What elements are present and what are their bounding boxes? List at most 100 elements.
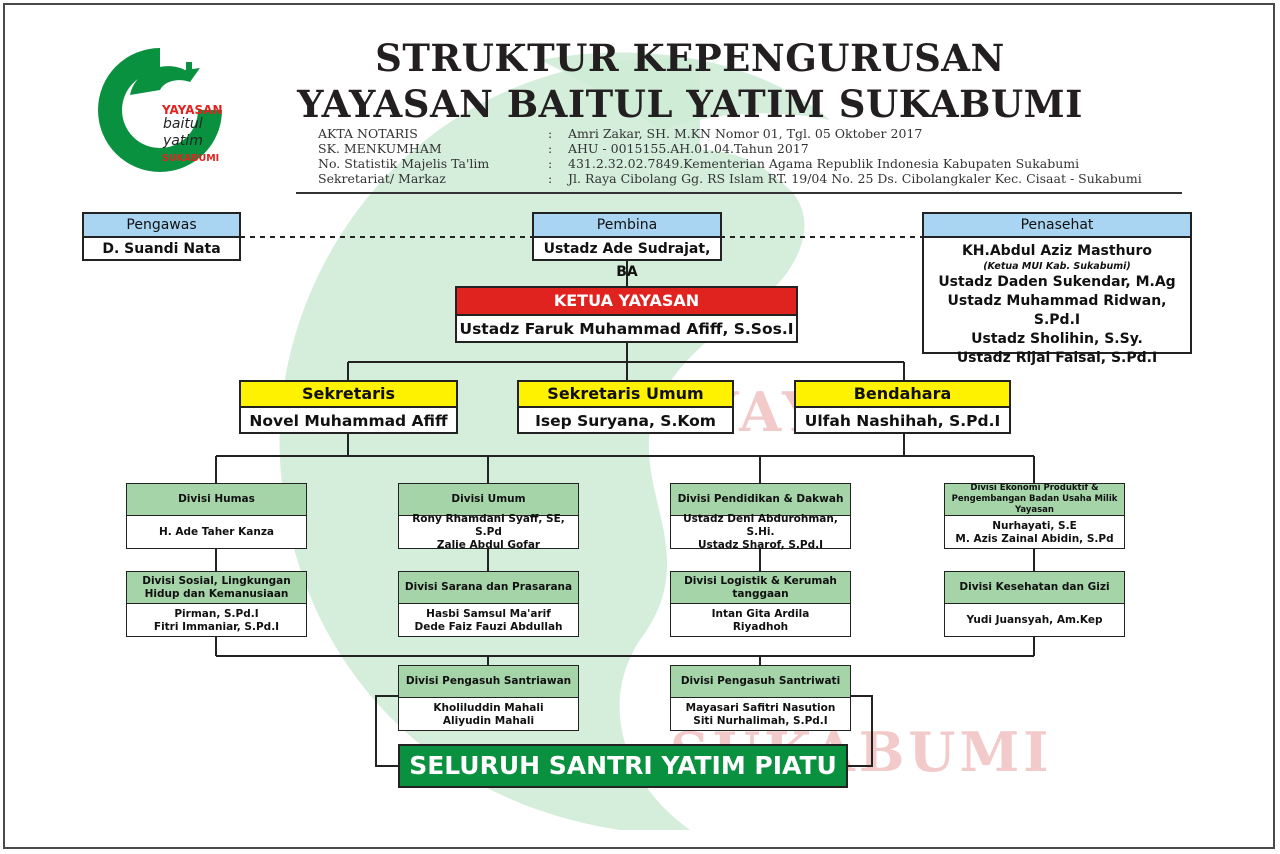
divisi-member: Ustadz Sharof, S.Pd.I [698, 539, 823, 551]
watermark-crescent-top [540, 52, 830, 130]
logo-text-sukabumi: SUKABUMI [162, 153, 220, 164]
ketua-name: Ustadz Faruk Muhammad Afiff, S.Sos.I [459, 320, 794, 338]
penasehat-title: Penasehat [924, 214, 1190, 238]
pembina-name: Ustadz Ade Sudrajat, BA [543, 241, 711, 280]
pengawas-box: Pengawas D. Suandi Nata [82, 212, 241, 261]
info-colon: : [548, 171, 553, 186]
divisi-sarana-box: Divisi Sarana dan Prasarana Hasbi Samsul… [398, 571, 579, 637]
divisi-kesehatan-members: Yudi Juansyah, Am.Kep [945, 604, 1124, 637]
sekretaris-name: Novel Muhammad Afiff [249, 412, 448, 430]
divisi-member: Mayasari Safitri Nasution [685, 701, 836, 714]
divisi-umum-members: Rony Rhamdani Syaff, SE, S.Pd Zalie Abdu… [399, 513, 578, 551]
info-value: AHU - 0015155.AH.01.04.Tahun 2017 [568, 141, 809, 156]
divisi-sosial-title: Divisi Sosial, Lingkungan Hidup dan Kema… [127, 572, 306, 604]
divisi-sarana-title: Divisi Sarana dan Prasarana [399, 572, 578, 604]
divisi-member: Ustadz Deni Abdurohman, S.Hi. [683, 513, 838, 538]
link-santriwati-bottom [848, 695, 873, 767]
page-title-line2: YAYASAN BAITUL YATIM SUKABUMI [297, 82, 1083, 126]
divisi-member: Hasbi Samsul Ma'arif [426, 607, 551, 620]
divisi-member: Rony Rhamdani Syaff, SE, S.Pd [412, 513, 565, 538]
divisi-sarana-members: Hasbi Samsul Ma'arif Dede Faiz Fauzi Abd… [399, 604, 578, 637]
ketua-box: KETUA YAYASAN Ustadz Faruk Muhammad Afif… [455, 286, 798, 343]
divisi-member: H. Ade Taher Kanza [158, 526, 275, 538]
divisi-pendidikan-title: Divisi Pendidikan & Dakwah [671, 484, 850, 516]
divisi-member: Riyadhoh [732, 620, 789, 633]
penasehat-box: Penasehat KH.Abdul Aziz Masthuro (Ketua … [922, 212, 1192, 366]
penasehat-member: KH.Abdul Aziz Masthuro [961, 243, 1153, 259]
divisi-humas-title: Divisi Humas [127, 484, 306, 516]
logo-text-yayasan: YAYASAN [162, 103, 223, 117]
penasehat-member: Ustadz Muhammad Ridwan, S.Pd.I [947, 293, 1167, 328]
penasehat-member: Ustadz Rijal Faisal, S.Pd.I [956, 350, 1158, 366]
divisi-member: Intan Gita Ardila [711, 607, 810, 620]
divisi-santriawan-members: Kholiluddin Mahali Aliyudin Mahali [399, 698, 578, 731]
sekretaris-box: Sekretaris Novel Muhammad Afiff [239, 380, 458, 434]
penasehat-members: KH.Abdul Aziz Masthuro (Ketua MUI Kab. S… [924, 238, 1190, 368]
divisi-logistik-title: Divisi Logistik & Kerumah tanggaan [671, 572, 850, 604]
sekretaris-title: Sekretaris [241, 382, 456, 408]
pembina-box: Pembina Ustadz Ade Sudrajat, BA [532, 212, 722, 280]
divisi-humas-box: Divisi Humas H. Ade Taher Kanza [126, 483, 307, 549]
info-colon: : [548, 126, 553, 141]
link-santriawan-bottom [375, 695, 398, 767]
bendahara-name: Ulfah Nashihah, S.Pd.I [804, 412, 1001, 430]
info-colon: : [548, 141, 553, 156]
divisi-umum-box: Divisi Umum Rony Rhamdani Syaff, SE, S.P… [398, 483, 579, 551]
pembina-title: Pembina [534, 214, 720, 238]
sekretaris-umum-name: Isep Suryana, S.Kom [535, 412, 716, 430]
header-divider [296, 192, 1182, 194]
info-label: No. Statistik Majelis Ta'lim [318, 156, 490, 171]
info-label: SK. MENKUMHAM [318, 141, 442, 156]
penasehat-member: Ustadz Sholihin, S.Sy. [971, 331, 1143, 347]
pengawas-title: Pengawas [84, 214, 239, 238]
divisi-santriwati-title: Divisi Pengasuh Santriwati [671, 666, 850, 698]
sekretaris-umum-box: Sekretaris Umum Isep Suryana, S.Kom [517, 380, 734, 434]
divisi-pendidikan-members: Ustadz Deni Abdurohman, S.Hi. Ustadz Sha… [671, 513, 850, 551]
divisi-member: Yudi Juansyah, Am.Kep [966, 614, 1103, 626]
info-value: Jl. Raya Cibolang Gg. RS Islam RT. 19/04… [568, 171, 1142, 186]
penasehat-member-note: (Ketua MUI Kab. Sukabumi) [983, 261, 1131, 272]
info-colon: : [548, 156, 553, 171]
page-frame [3, 3, 1275, 849]
info-label: AKTA NOTARIS [318, 126, 418, 141]
divisi-member: Fitri Immaniar, S.Pd.I [153, 620, 280, 633]
page-title-line1: STRUKTUR KEPENGURUSAN [375, 36, 1005, 80]
info-value: Amri Zakar, SH. M.KN Nomor 01, Tgl. 05 O… [568, 126, 923, 141]
divisi-santriwati-box: Divisi Pengasuh Santriwati Mayasari Safi… [670, 665, 851, 731]
divisi-ekonomi-title: Divisi Ekonomi Produktif & Pengembangan … [945, 484, 1124, 516]
divisi-kesehatan-title: Divisi Kesehatan dan Gizi [945, 572, 1124, 604]
logo-text-baitul: baitul [163, 116, 203, 132]
penasehat-member: Ustadz Daden Sukendar, M.Ag [938, 274, 1176, 290]
divisi-humas-members: H. Ade Taher Kanza [127, 516, 306, 549]
bendahara-title: Bendahara [796, 382, 1009, 408]
divisi-santriawan-box: Divisi Pengasuh Santriawan Kholiluddin M… [398, 665, 579, 731]
logo-text-yatim: yatim [163, 133, 203, 149]
divisi-member: Dede Faiz Fauzi Abdullah [414, 620, 563, 633]
pengawas-name: D. Suandi Nata [102, 241, 221, 257]
divisi-member: Aliyudin Mahali [442, 714, 535, 727]
divisi-member: Siti Nurhalimah, S.Pd.I [693, 714, 828, 727]
divisi-ekonomi-box: Divisi Ekonomi Produktif & Pengembangan … [944, 483, 1125, 549]
ketua-title: KETUA YAYASAN [457, 288, 796, 316]
divisi-pendidikan-box: Divisi Pendidikan & Dakwah Ustadz Deni A… [670, 483, 851, 551]
divisi-member: M. Azis Zainal Abidin, S.Pd [955, 532, 1114, 545]
divisi-member: Kholiluddin Mahali [433, 701, 544, 714]
divisi-kesehatan-box: Divisi Kesehatan dan Gizi Yudi Juansyah,… [944, 571, 1125, 637]
divisi-sosial-box: Divisi Sosial, Lingkungan Hidup dan Kema… [126, 571, 307, 637]
yayasan-logo [98, 48, 222, 172]
divisi-umum-title: Divisi Umum [399, 484, 578, 516]
divisi-sosial-members: Pirman, S.Pd.I Fitri Immaniar, S.Pd.I [127, 604, 306, 637]
info-label: Sekretariat/ Markaz [318, 171, 446, 186]
divisi-member: Nurhayati, S.E [992, 519, 1077, 532]
divisi-logistik-box: Divisi Logistik & Kerumah tanggaan Intan… [670, 571, 851, 637]
info-value: 431.2.32.02.7849.Kementerian Agama Repub… [568, 156, 1080, 171]
divisi-member: Pirman, S.Pd.I [174, 607, 259, 620]
sekretaris-umum-title: Sekretaris Umum [519, 382, 732, 408]
divisi-santriwati-members: Mayasari Safitri Nasution Siti Nurhalima… [671, 698, 850, 731]
divisi-ekonomi-members: Nurhayati, S.E M. Azis Zainal Abidin, S.… [945, 516, 1124, 549]
divisi-santriawan-title: Divisi Pengasuh Santriawan [399, 666, 578, 698]
bendahara-box: Bendahara Ulfah Nashihah, S.Pd.I [794, 380, 1011, 434]
divisi-logistik-members: Intan Gita Ardila Riyadhoh [671, 604, 850, 637]
santri-yatim-box: SELURUH SANTRI YATIM PIATU [398, 744, 848, 788]
